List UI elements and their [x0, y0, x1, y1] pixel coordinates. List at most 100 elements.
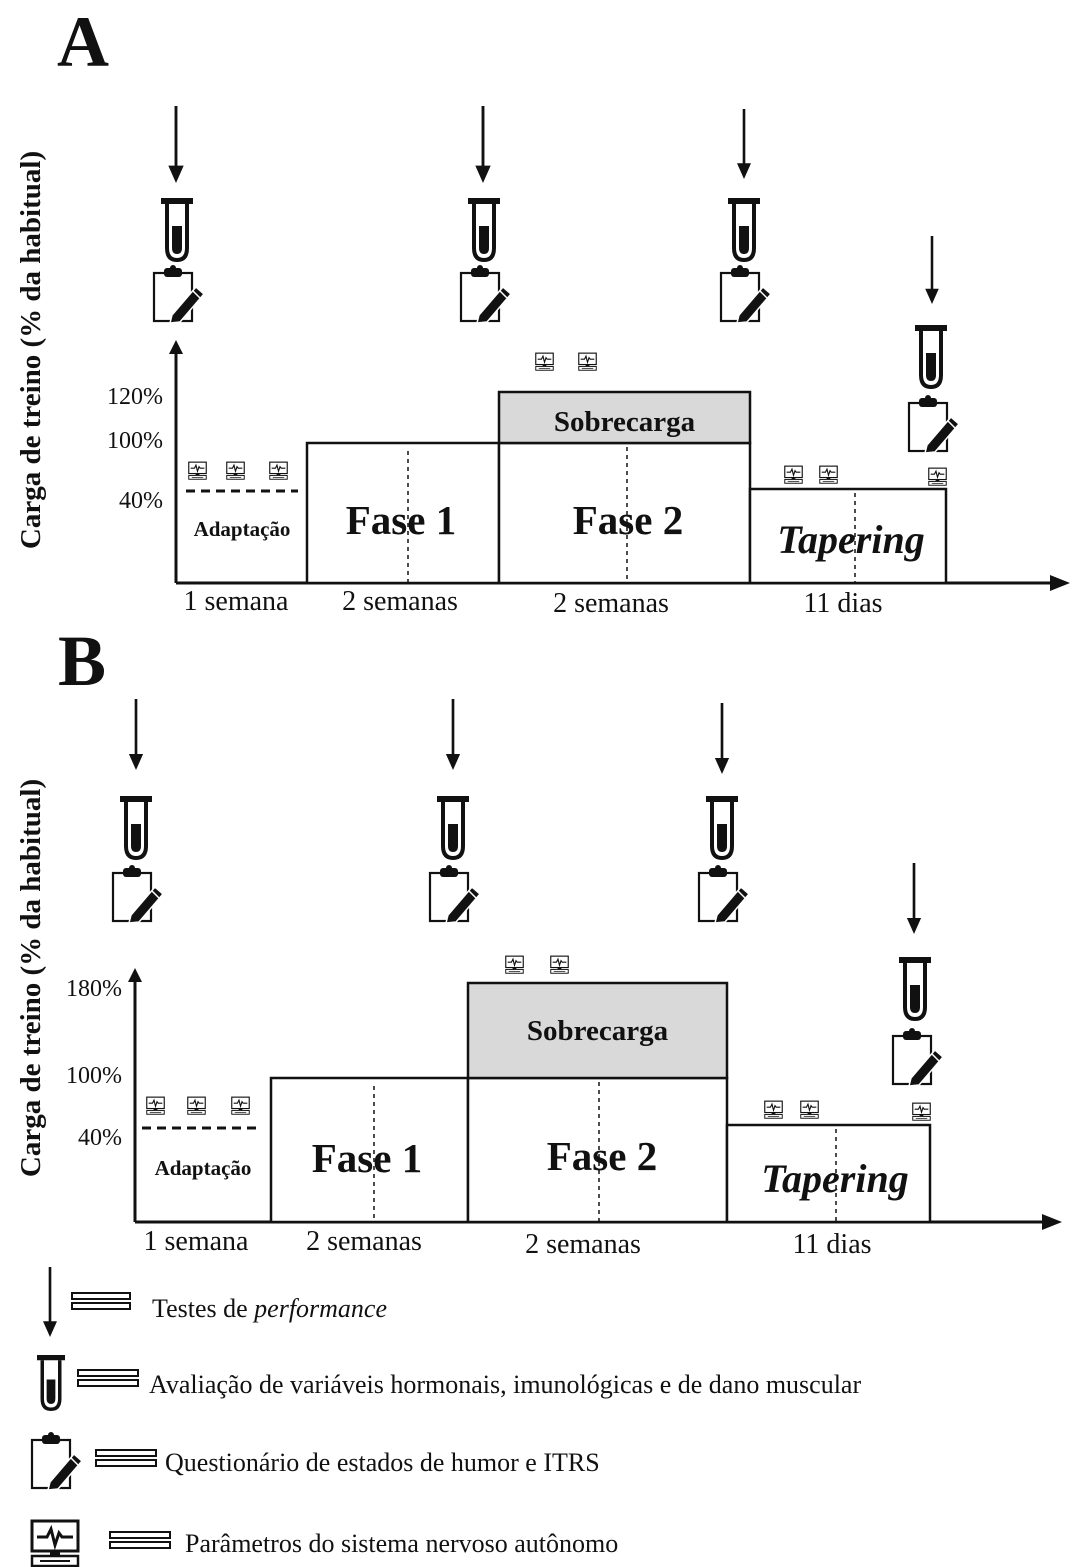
performance-test-arrow-icon: [166, 104, 186, 185]
x-axis-arrowhead: [1050, 575, 1070, 591]
legend-text: Parâmetros do sistema nervoso autônomo: [185, 1529, 618, 1558]
panel-a: A Carga de treino (% da habitual) 120% 100%…: [15, 2, 1070, 619]
legend-text: Testes de performance: [152, 1294, 387, 1323]
phase-box-fase-1: [305, 441, 501, 585]
heart-monitor-icon: [800, 1100, 819, 1119]
heart-monitor-icon: [535, 352, 554, 371]
legend-text-regular: Parâmetros do sistema nervoso autônomo: [185, 1529, 618, 1558]
blood-tube-icon: [159, 196, 195, 262]
equals-sign: [71, 1302, 131, 1310]
clipboard-pencil-icon: [459, 263, 513, 325]
heart-monitor-icon: [505, 955, 524, 974]
performance-test-arrow-icon: [735, 107, 753, 181]
phase-label-tapering: Tapering: [761, 1156, 908, 1201]
phase-label-fase-1: Fase 1: [346, 497, 456, 543]
performance-test-arrow-icon: [923, 234, 941, 306]
legend-item: Parâmetros do sistema nervoso autônomo: [30, 1519, 618, 1567]
test-tube-icon: [35, 1353, 67, 1412]
legend-text: Avaliação de variáveis hormonais, imunol…: [149, 1370, 861, 1399]
y-tick-label: 100%: [107, 428, 163, 454]
legend-text-regular: Testes de: [152, 1294, 254, 1323]
equals-sign: [95, 1459, 157, 1467]
phase-box-fase-1: [269, 1076, 470, 1224]
heart-monitor-icon: [550, 955, 569, 974]
heart-monitor-icon: [578, 352, 597, 371]
y-tick-label: 180%: [66, 976, 122, 1002]
performance-test-arrow-icon: [444, 697, 462, 772]
performance-test-arrow-icon: [713, 701, 731, 776]
heart-monitor-icon: [226, 461, 245, 480]
clipboard-pencil-icon: [907, 393, 961, 455]
phase-box-fase-2: [466, 1076, 729, 1224]
blood-tube-icon: [118, 794, 154, 860]
phase-box-tapering: [748, 487, 948, 585]
phase-duration-label: 2 semanas: [553, 588, 669, 619]
heart-monitor-icon: [784, 465, 803, 484]
clipboard-pencil-icon: [152, 263, 206, 325]
clipboard-pencil-icon: [30, 1430, 84, 1492]
panel-letter: A: [57, 2, 109, 82]
equals-sign: [109, 1541, 171, 1549]
phase-label-fase-1: Fase 1: [312, 1135, 422, 1181]
legend-item: Avaliação de variáveis hormonais, imunol…: [35, 1353, 861, 1412]
blood-tube-icon: [704, 794, 740, 860]
phase-label-adaptacao: Adaptação: [155, 1156, 252, 1180]
overload-box: [466, 981, 729, 1080]
phase-label-fase-2: Fase 2: [573, 497, 683, 543]
phase-duration-label: 11 dias: [803, 588, 882, 619]
heart-monitor-icon: [188, 461, 207, 480]
blood-tube-icon: [435, 794, 471, 860]
y-axis-label: Carga de treino (% da habitual): [15, 779, 47, 1177]
phase-duration-label: 2 semanas: [525, 1229, 641, 1260]
phase-box-fase-2: [497, 441, 752, 585]
y-axis-arrowhead: [169, 340, 183, 354]
heart-monitor-icon: [30, 1519, 80, 1567]
phase-duration-label: 2 semanas: [342, 586, 458, 617]
y-tick-label: 120%: [107, 384, 163, 410]
legend-text: Questionário de estados de humor e ITRS: [165, 1448, 600, 1477]
clipboard-pencil-icon: [891, 1026, 945, 1088]
legend-item: Questionário de estados de humor e ITRS: [30, 1430, 600, 1492]
arrow-down-icon: [41, 1265, 59, 1339]
heart-monitor-icon: [764, 1100, 783, 1119]
x-axis-arrowhead: [1042, 1214, 1062, 1230]
panel-b: B Carga de treino (% da habitual) 180% 100%…: [15, 621, 1062, 1260]
overload-label: Sobrecarga: [527, 1015, 669, 1047]
phase-box-tapering: [725, 1123, 932, 1224]
performance-test-arrow-icon: [127, 697, 145, 772]
phase-label-tapering: Tapering: [777, 517, 924, 562]
phase-duration-label: 1 semana: [144, 1226, 250, 1257]
equals-sign: [71, 1292, 131, 1300]
blood-tube-icon: [897, 955, 933, 1021]
equals-sign: [77, 1379, 139, 1387]
equals-sign: [109, 1531, 171, 1539]
heart-monitor-icon: [146, 1096, 165, 1115]
y-tick-label: 40%: [119, 488, 163, 514]
heart-monitor-icon: [187, 1096, 206, 1115]
equals-sign: [77, 1369, 139, 1377]
blood-tube-icon: [913, 323, 949, 389]
panel-letter: B: [58, 621, 106, 701]
blood-tube-icon: [726, 196, 762, 262]
y-axis-label: Carga de treino (% da habitual): [15, 151, 47, 549]
heart-monitor-icon: [928, 467, 947, 486]
y-tick-label: 100%: [66, 1063, 122, 1089]
clipboard-pencil-icon: [111, 863, 165, 925]
heart-monitor-icon: [231, 1096, 250, 1115]
y-tick-label: 40%: [78, 1125, 122, 1151]
phase-duration-label: 2 semanas: [306, 1226, 422, 1257]
heart-monitor-icon: [269, 461, 288, 480]
legend-item: Testes de performance: [41, 1265, 387, 1339]
clipboard-pencil-icon: [697, 863, 751, 925]
phase-duration-label: 11 dias: [792, 1229, 871, 1260]
phase-label-fase-2: Fase 2: [547, 1133, 657, 1179]
heart-monitor-icon: [912, 1102, 931, 1121]
legend-text-italic: performance: [252, 1294, 387, 1323]
legend-text-regular: Avaliação de variáveis hormonais, imunol…: [149, 1370, 861, 1399]
blood-tube-icon: [466, 196, 502, 262]
phase-duration-label: 1 semana: [184, 586, 290, 617]
clipboard-pencil-icon: [719, 263, 773, 325]
overload-box: [497, 390, 752, 445]
